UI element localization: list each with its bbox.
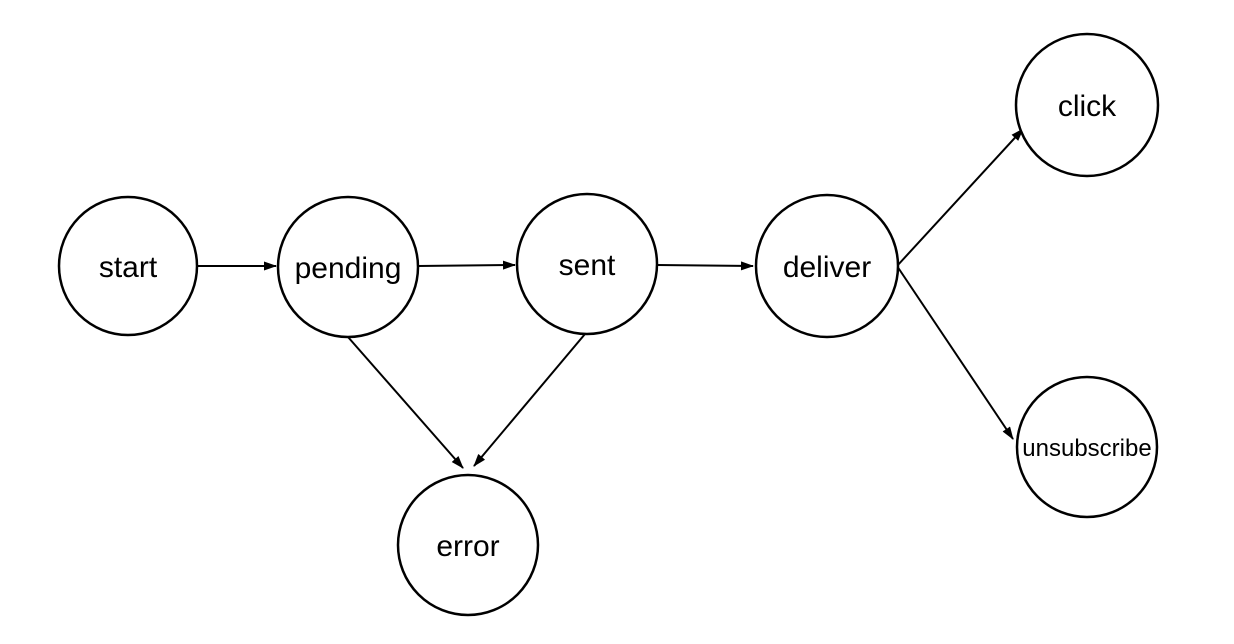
node-deliver-label: deliver [783, 251, 871, 284]
edge-group [198, 128, 1024, 469]
node-deliver-circle [754, 193, 900, 339]
node-sent-label: sent [559, 249, 616, 282]
edge-sent-error [473, 333, 586, 467]
node-pending: pending [276, 195, 420, 339]
node-unsubscribe-label: unsubscribe [1022, 435, 1151, 462]
edge-pending-error [347, 336, 464, 469]
node-sent-circle [515, 192, 659, 336]
node-start-label: start [99, 251, 158, 284]
node-unsubscribe: unsubscribe [1015, 375, 1159, 519]
edge-sent-deliver [656, 261, 754, 271]
edge-deliver-unsubscribe [896, 265, 1014, 440]
node-start-circle [57, 195, 199, 337]
node-pending-circle [276, 195, 420, 339]
node-start: start [57, 195, 199, 337]
edge-deliver-click [896, 128, 1024, 267]
node-error-label: error [436, 530, 499, 563]
node-deliver: deliver [754, 193, 900, 339]
node-pending-label: pending [295, 252, 402, 285]
edge-pending-sent [417, 260, 516, 270]
node-click-label: click [1058, 90, 1117, 123]
node-sent: sent [515, 192, 659, 336]
node-error: error [396, 473, 540, 617]
node-click: click [1014, 32, 1160, 178]
node-unsubscribe-circle [1015, 375, 1159, 519]
node-error-circle [396, 473, 540, 617]
node-click-circle [1014, 32, 1160, 178]
